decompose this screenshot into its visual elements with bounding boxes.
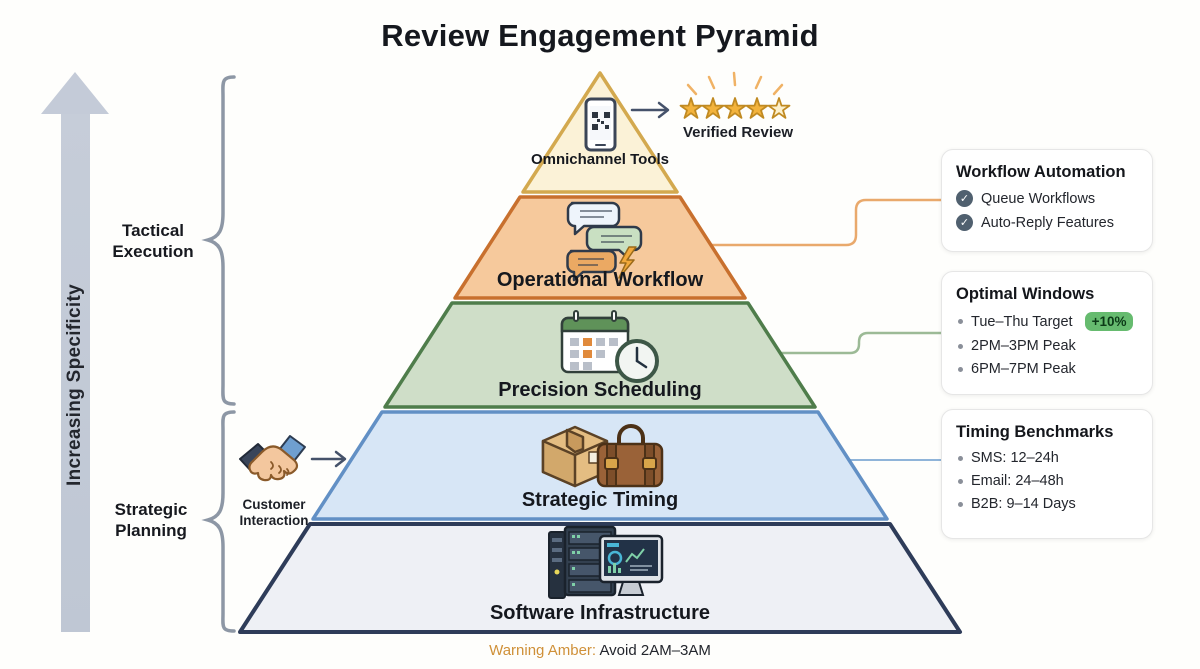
page-title: Review Engagement Pyramid — [381, 18, 819, 53]
workflow-automation-title: Workflow Automation — [956, 163, 1126, 181]
interaction-arrow-icon — [310, 450, 347, 468]
bullet-icon — [958, 319, 963, 324]
list-item: ✓ Auto-Reply Features — [956, 214, 1138, 231]
check-icon: ✓ — [956, 190, 973, 207]
list-item-label: Tue–Thu Target — [971, 313, 1073, 330]
package-briefcase-icon — [541, 424, 664, 488]
list-item: B2B: 9–14 Days — [956, 496, 1138, 512]
list-item-label: 6PM–7PM Peak — [971, 361, 1076, 377]
star-rays-icon — [686, 71, 784, 96]
check-icon: ✓ — [956, 214, 973, 231]
level-label-precision-scheduling: Precision Scheduling — [498, 379, 702, 401]
bullet-icon — [958, 343, 963, 349]
review-arrow-icon — [630, 101, 670, 119]
specificity-axis-label: Increasing Specificity — [64, 284, 85, 486]
timing-benchmarks-card: Timing Benchmarks SMS: 12–24h Email: 24–… — [941, 409, 1153, 539]
list-item: 2PM–3PM Peak — [956, 338, 1138, 354]
list-item: Email: 24–48h — [956, 473, 1138, 489]
optimal-windows-title: Optimal Windows — [956, 285, 1095, 303]
bullet-icon — [958, 478, 963, 484]
bullet-icon — [958, 366, 963, 372]
timing-benchmarks-title: Timing Benchmarks — [956, 423, 1114, 441]
list-item: 6PM–7PM Peak — [956, 361, 1138, 377]
list-item-label: B2B: 9–14 Days — [971, 496, 1076, 512]
list-item: SMS: 12–24h — [956, 450, 1138, 466]
calendar-clock-icon — [560, 310, 659, 383]
level-label-omnichannel-tools: Omnichannel Tools — [530, 151, 670, 168]
level-label-strategic-timing: Strategic Timing — [521, 489, 679, 511]
tactical-brace — [201, 75, 236, 406]
warning-label: Warning Amber: — [489, 642, 597, 659]
warning-text: Avoid 2AM–3AM — [599, 642, 711, 659]
connector-optimal-windows — [778, 331, 941, 355]
list-item: ✓ Queue Workflows — [956, 190, 1138, 207]
specificity-arrow — [61, 108, 90, 632]
verified-review-label: Verified Review — [682, 124, 794, 141]
handshake-icon — [239, 435, 306, 482]
workflow-automation-card: Workflow Automation ✓ Queue Workflows ✓ … — [941, 149, 1153, 252]
server-monitor-icon — [548, 525, 664, 599]
customer-interaction-label: Customer Interaction — [239, 497, 309, 528]
level-label-software-infrastructure: Software Infrastructure — [489, 602, 711, 624]
specificity-arrowhead-icon — [41, 72, 109, 114]
rating-stars-icon — [679, 97, 791, 119]
list-item-label: Auto-Reply Features — [981, 214, 1114, 231]
list-item-label: SMS: 12–24h — [971, 450, 1059, 466]
list-item: Tue–Thu Target +10% — [956, 312, 1138, 331]
lightning-bolt-icon — [618, 246, 637, 279]
strategic-planning-label: Strategic Planning — [114, 500, 188, 540]
connector-workflow-automation — [706, 198, 941, 247]
list-item-label: Queue Workflows — [981, 190, 1096, 207]
footer-warning: Warning Amber: Avoid 2AM–3AM — [0, 642, 1200, 659]
uplift-badge: +10% — [1084, 312, 1134, 331]
bullet-icon — [958, 455, 963, 461]
bullet-icon — [958, 501, 963, 507]
list-item-label: 2PM–3PM Peak — [971, 338, 1076, 354]
level-label-operational-workflow: Operational Workflow — [496, 269, 704, 291]
optimal-windows-card: Optimal Windows Tue–Thu Target +10% 2PM–… — [941, 271, 1153, 395]
list-item-label: Email: 24–48h — [971, 473, 1064, 489]
tactical-execution-label: Tactical Execution — [112, 221, 194, 261]
strategic-brace — [201, 410, 236, 633]
smartphone-qr-icon — [584, 97, 617, 152]
